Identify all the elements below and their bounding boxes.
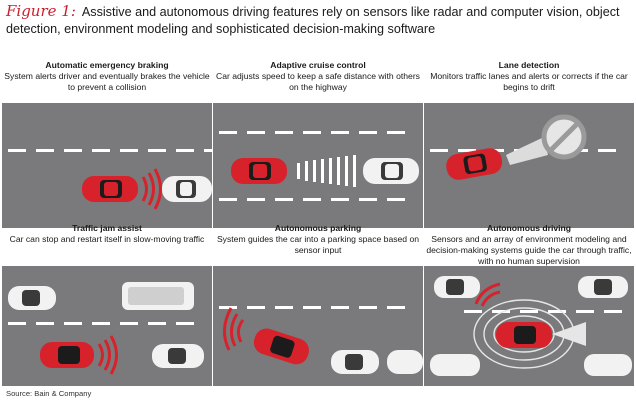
scene-autonomous-driving [424,266,634,386]
white-car [162,176,212,202]
red-car [446,148,503,180]
panel-desc: Sensors and an array of environment mode… [426,234,632,266]
radar-beam [297,155,356,187]
panel-tja-text: Traffic jam assist Car can stop and rest… [2,223,212,245]
panel-desc: System alerts driver and eventually brak… [4,71,210,92]
white-car [152,344,204,368]
radar-waves [141,168,162,210]
scene-adaptive-cruise [213,103,423,228]
panel-desc: Car can stop and restart itself in slow-… [9,234,205,244]
panel-desc: Car adjusts speed to keep a safe distanc… [216,71,420,92]
red-car [496,322,552,348]
radar-waves [223,307,245,351]
red-car [82,176,138,202]
no-entry-icon [541,114,587,160]
panel-title: Autonomous parking [274,223,362,233]
figure-header: Figure 1:Assistive and autonomous drivin… [6,3,632,38]
panel-title: Lane detection [498,60,560,70]
radar-waves [97,335,118,375]
sensor-cone [506,137,548,165]
red-car [231,158,287,184]
panel-autonomous-text: Autonomous driving Sensors and an array … [424,223,634,267]
scene-traffic-jam [2,266,212,386]
panel-title: Traffic jam assist [72,223,142,233]
white-car [578,276,628,298]
scene-lane-detection [424,103,634,228]
scene-emergency-braking [2,103,212,228]
figure-caption: Assistive and autonomous driving feature… [6,5,620,36]
panel-title: Autonomous driving [486,223,572,233]
panel-title: Adaptive cruise control [270,60,366,70]
radar-waves [474,282,501,307]
white-car [387,350,423,374]
figure-label: Figure 1: [6,2,76,20]
sensor-cone [552,322,586,346]
panel-lane-text: Lane detection Monitors traffic lanes an… [424,60,634,93]
white-car [430,354,480,376]
white-car [584,354,632,376]
white-car [8,286,56,310]
panel-title: Automatic emergency braking [45,60,169,70]
white-car [363,158,419,184]
scene-parking [213,266,423,386]
panel-desc: Monitors traffic lanes and alerts or cor… [430,71,628,92]
panel-desc: System guides the car into a parking spa… [216,234,420,255]
white-van [122,282,194,310]
red-car [40,342,94,368]
white-car [331,350,379,374]
source-note: Source: Bain & Company [6,389,92,398]
panel-parking-text: Autonomous parking System guides the car… [213,223,423,256]
white-car [434,276,480,298]
red-car [253,328,309,365]
panel-acc-text: Adaptive cruise control Car adjusts spee… [213,60,423,93]
panel-aeb-text: Automatic emergency braking System alert… [2,60,212,93]
